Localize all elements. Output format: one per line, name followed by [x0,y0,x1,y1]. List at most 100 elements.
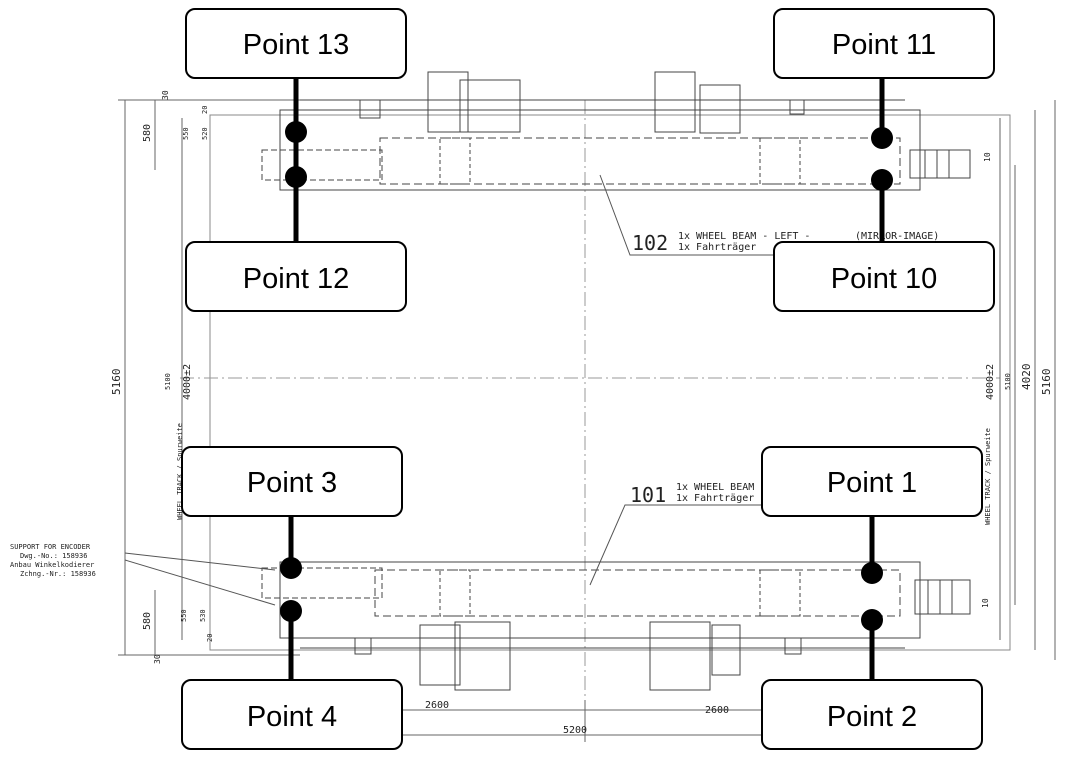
dimension-lines [118,99,1056,742]
label-text-point-4: Point 4 [247,701,337,733]
dim-5100-left: 5100 [164,373,172,390]
dim-30-bottom: 30 [153,654,162,664]
dim-20-bottom: 20 [206,634,214,642]
dim-520-top: 520 [201,127,209,140]
top-bracket-3 [654,71,696,133]
label-point-13: Point 13 [185,8,407,79]
bottom-bolt-1 [354,637,372,655]
bottom-beam-shaft [914,579,971,615]
leader-101 [589,504,770,586]
dot-point-10 [871,169,893,191]
label-box-point-4 [181,679,403,750]
bottom-bracket-2 [454,621,511,691]
dot-point-3 [280,557,302,579]
beam-left-mirror-label: (MIRROR-IMAGE) [855,231,939,242]
top-bracket-1 [427,71,469,133]
top-beam-end-left [261,149,383,181]
dim-20-top: 20 [201,106,209,114]
bottom-stiffener-1 [439,569,471,617]
encoder-label-3: Anbau Winkelkodierer [10,561,94,569]
top-beam-inner [379,137,901,185]
label-text-point-10: Point 10 [831,263,937,295]
dim-2600-right: 2600 [705,705,729,716]
dim-4000-left: 4000±2 [182,364,193,400]
dim-5160-right: 5160 [1040,369,1053,396]
leader-lines [124,174,780,606]
beam-left-label-en: 1x WHEEL BEAM - LEFT - [678,231,810,242]
label-box-point-12 [185,241,407,312]
bottom-bracket-4 [711,624,741,676]
beam-left-number: 102 [632,231,668,255]
bottom-wheel-beam [261,561,971,691]
point-dots [280,121,893,631]
label-text-point-12: Point 12 [243,263,349,295]
bottom-beam-body [279,561,921,639]
label-box-point-11 [773,8,995,79]
drawing-labels: 102 1x WHEEL BEAM - LEFT - (MIRROR-IMAGE… [10,90,1053,736]
dot-point-12 [285,166,307,188]
dot-point-1 [861,562,883,584]
bottom-bracket-3 [649,621,711,691]
dim-10-bottom: 10 [981,598,990,608]
dim-580-bottom: 580 [142,612,153,630]
dim-2600-left: 2600 [425,700,449,711]
dot-point-13 [285,121,307,143]
label-text-point-2: Point 2 [827,701,917,733]
top-beam-shaft [909,149,971,179]
encoder-label-4: Zchng.-Nr.: 158936 [20,570,96,578]
beam-right-number: 101 [630,483,666,507]
bottom-bolt-2 [784,637,802,655]
leader-encoder-2 [124,559,276,606]
label-point-12: Point 12 [185,241,407,312]
bottom-bracket-1 [419,624,461,686]
label-text-point-13: Point 13 [243,29,349,61]
dim-530-bottom: 530 [199,609,207,622]
leader-encoder-1 [124,552,276,571]
beam-right-label-en: 1x WHEEL BEAM [676,482,754,493]
dim-4020: 4020 [1020,364,1033,391]
label-text-point-3: Point 3 [247,467,337,499]
encoder-label-1: SUPPORT FOR ENCODER [10,543,91,551]
beam-left-label-de: 1x Fahrträger [678,242,756,253]
label-point-3: Point 3 [181,446,403,517]
leader-102 [599,174,780,256]
top-bracket-4 [699,84,741,134]
label-point-11: Point 11 [773,8,995,79]
frame-outline [209,114,1011,651]
label-point-2: Point 2 [761,679,983,750]
top-bolt-2 [789,99,805,115]
encoder-label-2: Dwg.-No.: 158936 [20,552,87,560]
dim-5200: 5200 [563,725,587,736]
label-point-10: Point 10 [773,241,995,312]
bottom-beam-inner [374,569,901,617]
track-label-left: WHEEL TRACK / Spurweite [176,423,184,520]
dim-30-top: 30 [161,90,170,100]
dot-point-4 [280,600,302,622]
technical-drawing [118,71,1056,742]
top-stiffener-2 [759,137,801,185]
label-text-point-1: Point 1 [827,467,917,499]
label-box-point-2 [761,679,983,750]
beam-right-label-de: 1x Fahrträger [676,493,754,504]
dim-580-top: 580 [142,124,153,142]
track-label-right: WHEEL TRACK / Spurweite [984,428,992,525]
top-wheel-beam [261,71,971,191]
label-box-point-1 [761,446,983,517]
dot-point-11 [871,127,893,149]
label-text-point-11: Point 11 [832,29,936,61]
dim-10-top: 10 [983,152,992,162]
dim-5100-right: 5100 [1004,373,1012,390]
bottom-beam-end-left [261,567,383,599]
top-bracket-2 [459,79,521,133]
label-point-1: Point 1 [761,446,983,517]
top-bolt-1 [359,99,381,119]
label-box-point-3 [181,446,403,517]
point-labels: Point 13 Point 11 Point 12 Point 10 Poin… [181,8,995,750]
dot-point-2 [861,609,883,631]
dim-550-bottom: 550 [180,609,188,622]
bottom-stiffener-2 [759,569,801,617]
label-box-point-13 [185,8,407,79]
dim-4000-right: 4000±2 [985,364,996,400]
label-point-4: Point 4 [181,679,403,750]
